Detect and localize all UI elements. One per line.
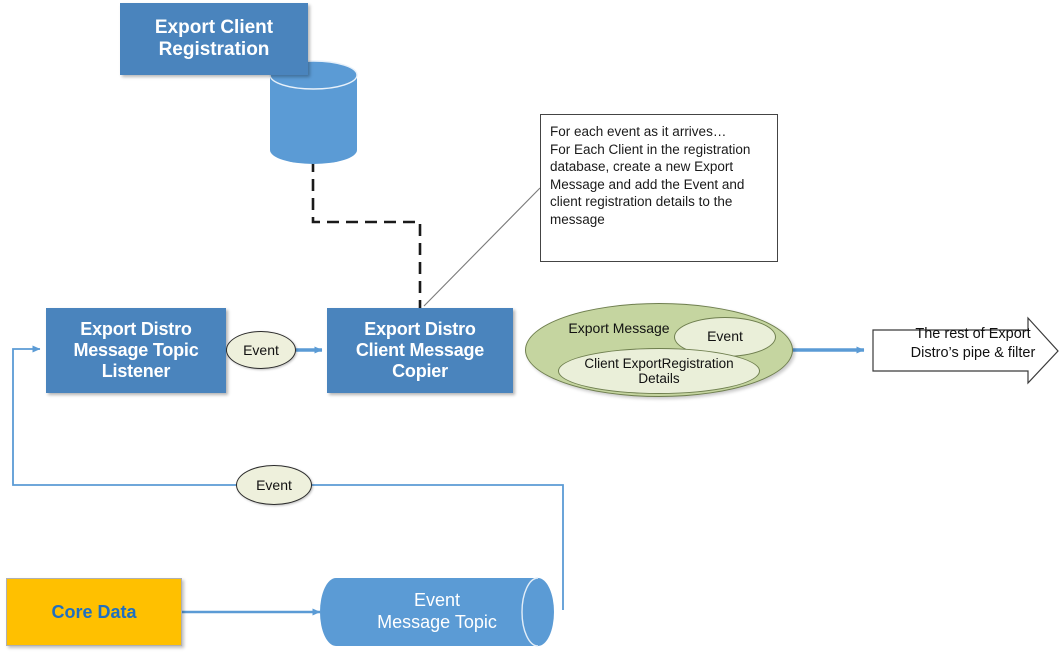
event-feedback-label-text: Event [256, 477, 292, 493]
export-message-details-ellipse: Client ExportRegistration Details [558, 348, 760, 394]
export-client-registration-line1: Export Client [154, 16, 274, 38]
export-message-label: Export Message [568, 320, 670, 336]
event-message-topic-line1: Event [413, 590, 460, 611]
annotation-note: For each event as it arrives… For Each C… [540, 114, 778, 262]
annotation-line3: database, create a new Export [550, 159, 734, 175]
annotation-line6: message [550, 211, 605, 227]
copier-line3: Copier [392, 360, 448, 381]
event-message-topic-box[interactable]: Event Message Topic [320, 578, 554, 646]
export-message-event-label: Event [707, 328, 743, 345]
downstream-pipe-filter-label: The rest of Export Distro’s pipe & filte… [882, 325, 1060, 363]
export-client-registration-box[interactable]: Export Client Registration [120, 3, 308, 75]
export-message-details-line2: Details [638, 371, 680, 386]
annotation-line4: Message and add the Event and [550, 176, 745, 192]
event-label-text: Event [243, 342, 279, 358]
annotation-line2: For Each Client in the registration [550, 141, 751, 157]
core-data-box[interactable]: Core Data [6, 578, 182, 646]
listener-line1: Export Distro [80, 319, 192, 340]
export-distro-message-topic-listener-box[interactable]: Export Distro Message Topic Listener [46, 308, 226, 393]
listener-line3: Listener [101, 360, 171, 381]
export-client-registration-line2: Registration [158, 39, 270, 60]
annotation-line1: For each event as it arrives… [550, 124, 727, 139]
downstream-line2: Distro’s pipe & filter [910, 344, 1036, 361]
listener-line2: Message Topic [73, 340, 199, 361]
registration-database-shape [269, 60, 358, 164]
export-message-details-line1: Client ExportRegistration [584, 355, 734, 371]
event-message-topic-line2: Message Topic [377, 612, 497, 632]
downstream-line1: The rest of Export [915, 326, 1031, 342]
copier-line1: Export Distro [364, 319, 476, 340]
export-distro-client-message-copier-box[interactable]: Export Distro Client Message Copier [327, 308, 513, 393]
export-message-composite: Export Message Event Client ExportRegist… [525, 303, 793, 397]
copier-line2: Client Message [355, 340, 485, 361]
core-data-label: Core Data [51, 601, 137, 622]
event-label-listener-to-copier: Event [226, 331, 296, 369]
annotation-line5: client registration details to the [550, 194, 733, 210]
event-label-feedback: Event [236, 465, 312, 505]
